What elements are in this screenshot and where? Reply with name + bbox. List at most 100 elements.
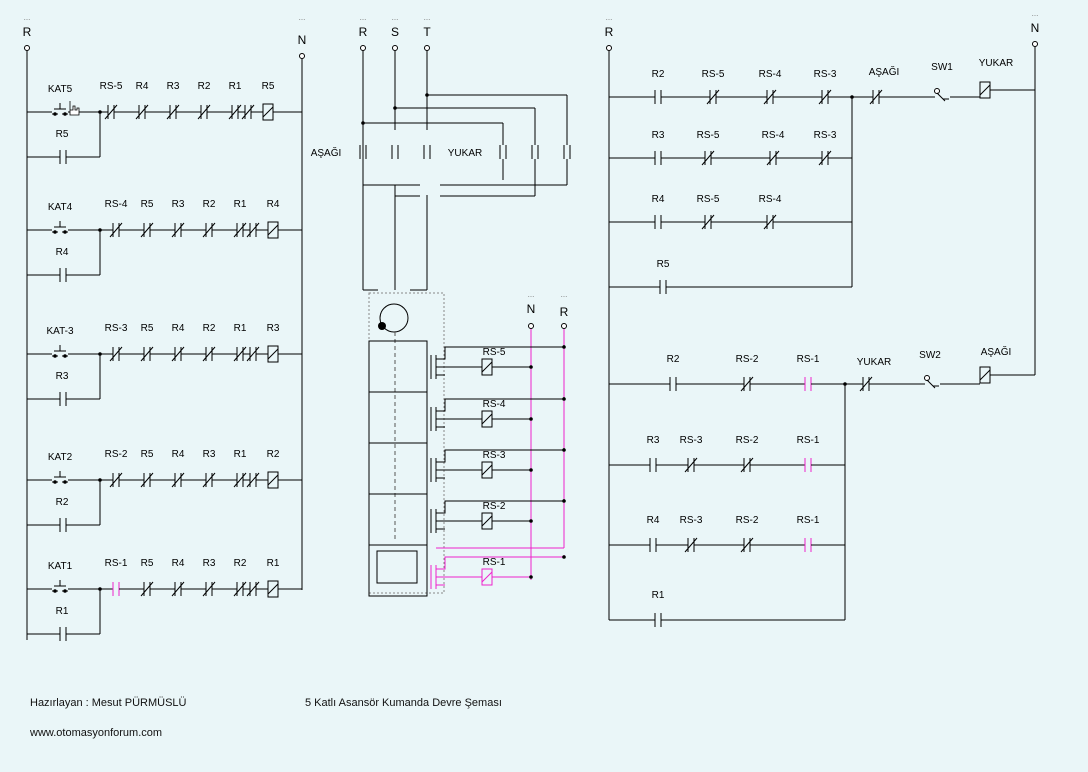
contact-nc [246,472,260,488]
continuation-dots: ... [528,290,535,299]
reed-switch-label: RS-4 [483,399,506,410]
contact-nc [202,222,216,238]
contact-label: R3 [203,449,216,460]
floor-box [368,544,428,597]
contact-nc [202,346,216,362]
contact-nc [135,104,149,120]
pushbutton-contact [63,480,67,484]
contact-label: RS-2 [105,449,128,460]
relay-coil [267,474,279,486]
terminal [528,323,534,329]
contact-label: R2 [667,354,680,365]
rail-label-r-right: R [605,25,614,39]
contact-nc [763,89,777,105]
contact-label: R1 [234,199,247,210]
relay-coil [481,413,493,425]
website-link[interactable]: www.otomasyonforum.com [30,727,163,739]
junction-dot [529,519,533,523]
phase-label: S [391,25,399,39]
contact-label: R5 [657,259,670,270]
interlock-label: YUKAR [857,357,891,368]
pushbutton-contact [53,230,57,234]
motor-icon [379,303,409,333]
contact-nc [706,89,720,105]
limit-switch [934,88,940,94]
motor-shaft [378,322,386,330]
rail-label-n-mid: N [527,302,536,316]
relay-coil [481,464,493,476]
contact-nc [171,581,185,597]
contact-nc [701,150,715,166]
contact-nc [246,581,260,597]
floor-box [368,340,428,393]
limit-switch [926,379,936,389]
contact-label: RS-1 [797,435,820,446]
pushbutton-label: KAT2 [48,452,73,463]
junction-dot [562,555,566,559]
contact-nc [233,581,247,597]
continuation-dots: ... [561,290,568,299]
junction-dot [393,106,397,110]
pushbutton-label: KAT4 [48,202,73,213]
continuation-dots: ... [299,13,306,22]
contact-nc [197,104,211,120]
relay-coil [979,84,991,96]
terminal [24,45,30,51]
interlock-label: AŞAĞI [869,65,900,78]
reed-switch-label: RS-3 [483,450,506,461]
contact-nc [869,89,883,105]
contact-label: R2 [234,558,247,569]
continuation-dots: ... [424,13,431,22]
pushbutton-contact [63,230,67,234]
rail-label-n-right: N [1031,21,1040,35]
terminal [1032,41,1038,47]
contact-nc [171,222,185,238]
relay-coil [481,361,493,373]
contact-label: RS-3 [814,69,837,80]
contact-nc [233,346,247,362]
rail-label-n: N [298,33,307,47]
junction-dot [361,121,365,125]
reed-switch-label: RS-2 [483,501,506,512]
terminal [424,45,430,51]
contact-label: R5 [141,449,154,460]
contact-nc [241,104,255,120]
contact-label: RS-5 [702,69,725,80]
contact-nc [740,457,754,473]
junction-dot [562,499,566,503]
contact-label: RS-2 [736,435,759,446]
junction-dot [529,365,533,369]
coil-label: R4 [267,199,280,210]
contact-nc [109,222,123,238]
relay-coil [262,106,274,118]
contact-nc [740,537,754,553]
pushbutton-contact [53,480,57,484]
contact-nc [246,222,260,238]
rail-label-r: R [23,25,32,39]
contact-label: RS-4 [105,199,128,210]
contact-label: R3 [172,199,185,210]
terminal [392,45,398,51]
contact-label: R2 [203,199,216,210]
contact-nc [202,581,216,597]
contact-label: R4 [172,449,185,460]
pushbutton-label: KAT5 [48,84,73,95]
pushbutton-contact [63,589,67,593]
junction-dot [562,397,566,401]
contact-label: RS-1 [797,354,820,365]
contact-nc [233,222,247,238]
pushbutton-label: KAT1 [48,561,73,572]
contact-label: RS-4 [759,194,782,205]
contact-nc [233,472,247,488]
contact-label: R4 [652,194,665,205]
contact-label: R3 [203,558,216,569]
reed-switch-label: RS-1 [483,557,506,568]
contact-nc [818,150,832,166]
continuation-dots: ... [606,13,613,22]
contactor-label-yukar: YUKAR [448,148,482,159]
coil-label: R5 [262,81,275,92]
continuation-dots: ... [24,13,31,22]
terminal [606,45,612,51]
contact-label: RS-3 [680,435,703,446]
